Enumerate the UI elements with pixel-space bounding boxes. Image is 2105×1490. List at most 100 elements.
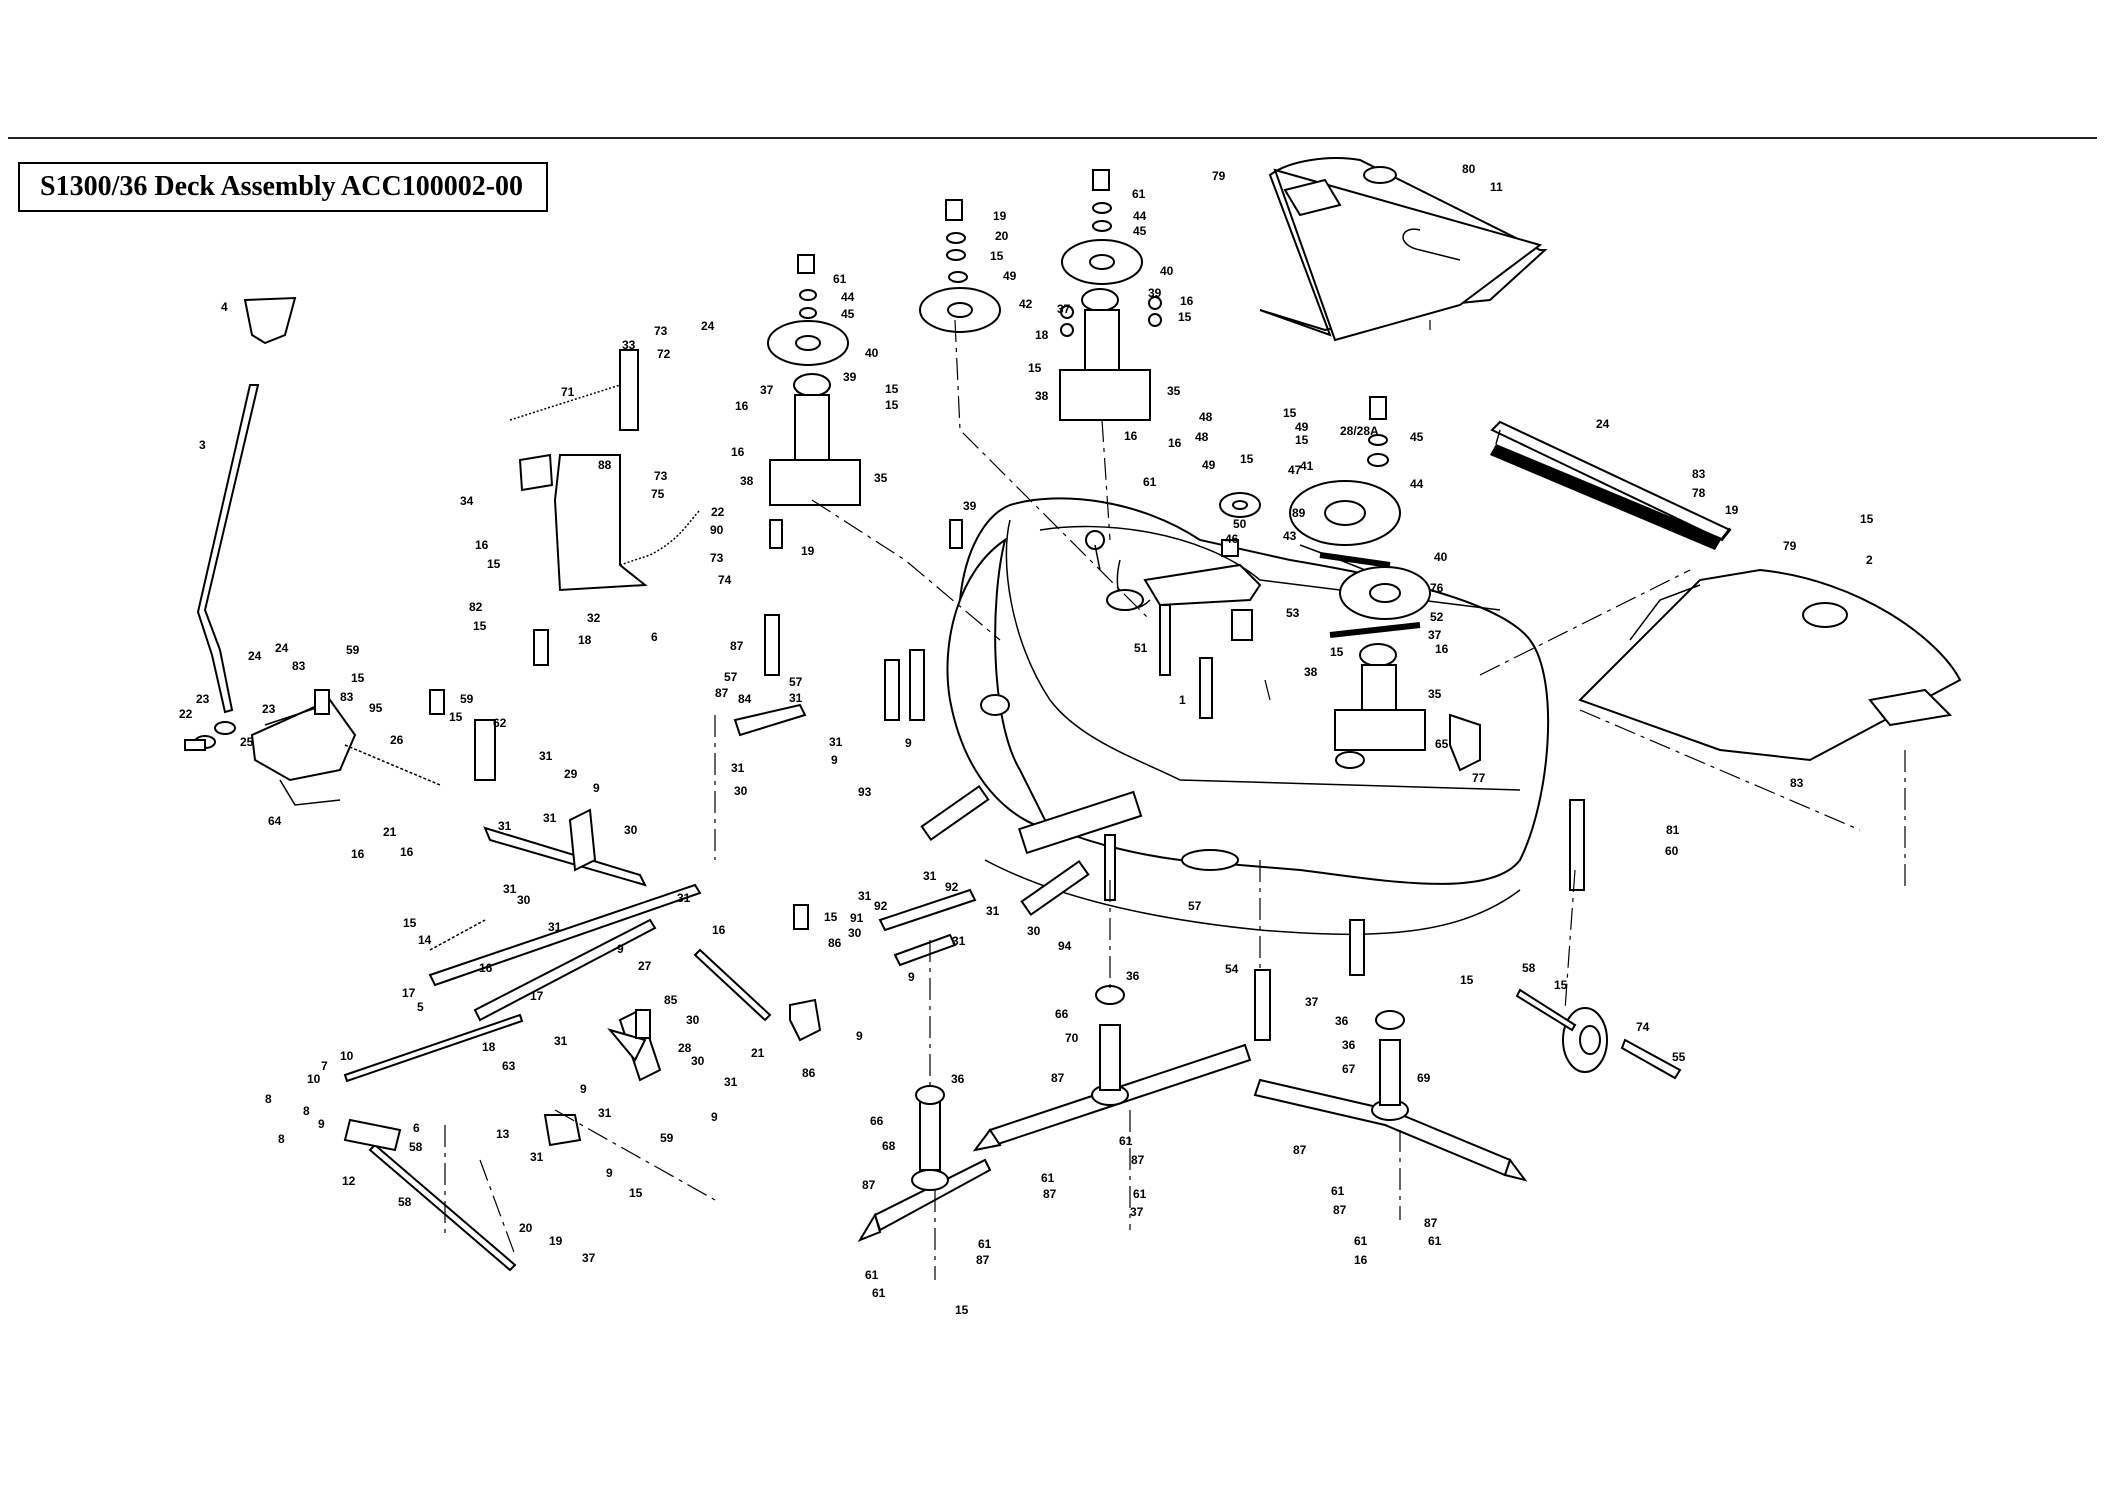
callout-label: 61 [1331,1184,1345,1198]
callout-label: 21 [383,825,397,839]
callout-label: 91 [850,911,864,925]
lift-lever [184,296,441,806]
callout-label: 87 [1333,1203,1347,1217]
callout-label: 14 [418,933,432,947]
callout-label: 39 [843,370,857,384]
callout-label: 55 [1672,1050,1686,1064]
callout-label: 25 [240,735,254,749]
callout-label: 87 [715,686,729,700]
callout-label: 28 [678,1041,692,1055]
callout-label: 31 [677,891,691,905]
callout-label: 19 [801,544,815,558]
callout-label: 92 [874,899,888,913]
callout-label: 15 [1028,361,1042,375]
callout-label: 49 [1202,458,1216,472]
callout-label: 16 [731,445,745,459]
callout-label: 20 [995,229,1009,243]
callout-label: 15 [403,916,417,930]
callout-label: 39 [963,499,977,513]
callout-label: 22 [179,707,193,721]
callout-label: 87 [730,639,744,653]
callout-label: 30 [848,926,862,940]
callout-label: 24 [275,641,289,655]
callout-label: 59 [346,643,360,657]
callout-label: 95 [369,701,383,715]
callout-label: 76 [1430,581,1444,595]
callout-label: 40 [1434,550,1448,564]
callout-label: 12 [342,1174,356,1188]
callout-label: 30 [624,823,638,837]
callout-label: 69 [1417,1071,1431,1085]
callout-label: 31 [923,869,937,883]
belt-cover-right [1578,568,1962,762]
callout-label: 31 [731,761,745,775]
callout-label: 9 [580,1082,587,1096]
callout-label: 7 [321,1059,328,1073]
callout-label: 10 [340,1049,354,1063]
callout-label: 49 [1295,420,1309,434]
callout-label: 87 [1293,1143,1307,1157]
callout-label: 83 [292,659,306,673]
callout-label: 48 [1195,430,1209,444]
callout-label: 60 [1665,844,1679,858]
callout-label: 9 [908,970,915,984]
deflector-77 [1490,420,1732,550]
callout-label: 29 [564,767,578,781]
callout-label: 44 [1133,209,1147,223]
callout-label: 59 [660,1131,674,1145]
callout-label: 61 [1041,1171,1055,1185]
callout-label: 5 [417,1000,424,1014]
callout-label: 87 [976,1253,990,1267]
callout-label: 15 [487,557,501,571]
callout-label: 6 [413,1121,420,1135]
callout-label: 23 [196,692,210,706]
callout-label: 8 [278,1132,285,1146]
callout-label: 90 [710,523,724,537]
callout-label: 81 [1666,823,1680,837]
callout-label: 1 [1179,693,1186,707]
callout-label: 9 [831,753,838,767]
callout-label: 45 [841,307,855,321]
callout-label: 15 [473,619,487,633]
callout-label: 16 [400,845,414,859]
callout-label: 30 [686,1013,700,1027]
callout-label: 66 [1055,1007,1069,1021]
callout-label: 30 [691,1054,705,1068]
blade-left [857,1085,992,1243]
callout-label: 20 [519,1221,533,1235]
callout-label: 46 [1225,532,1239,546]
callout-label: 31 [598,1106,612,1120]
callout-label: 63 [502,1059,516,1073]
callout-label: 4 [221,300,228,314]
wheel-assembly [1254,969,1682,1080]
callout-label: 79 [1783,539,1797,553]
callout-label: 49 [1003,269,1017,283]
callout-label: 9 [856,1029,863,1043]
callout-label: 89 [1292,506,1306,520]
callout-label: 30 [517,893,531,907]
callout-label: 37 [760,383,774,397]
callout-label: 54 [1225,962,1239,976]
callout-label: 38 [740,474,754,488]
callout-label: 88 [598,458,612,472]
callout-label: 61 [865,1268,879,1282]
callout-label: 82 [469,600,483,614]
callout-label: 31 [530,1150,544,1164]
callout-label: 30 [1027,924,1041,938]
callout-label: 8 [303,1104,310,1118]
callout-label: 61 [833,272,847,286]
callout-label: 86 [828,936,842,950]
callout-label: 24 [1596,417,1610,431]
callout-label: 21 [751,1046,765,1060]
callout-label: 11 [1490,180,1503,194]
callout-label: 44 [1410,477,1424,491]
callout-label: 9 [318,1117,325,1131]
callout-label: 8 [265,1092,272,1106]
callout-label: 31 [952,934,966,948]
callout-label: 18 [1035,328,1049,342]
callout-label: 15 [1860,512,1874,526]
callout-label: 15 [990,249,1004,263]
callout-label: 2 [1866,553,1873,567]
callout-label: 57 [789,675,803,689]
